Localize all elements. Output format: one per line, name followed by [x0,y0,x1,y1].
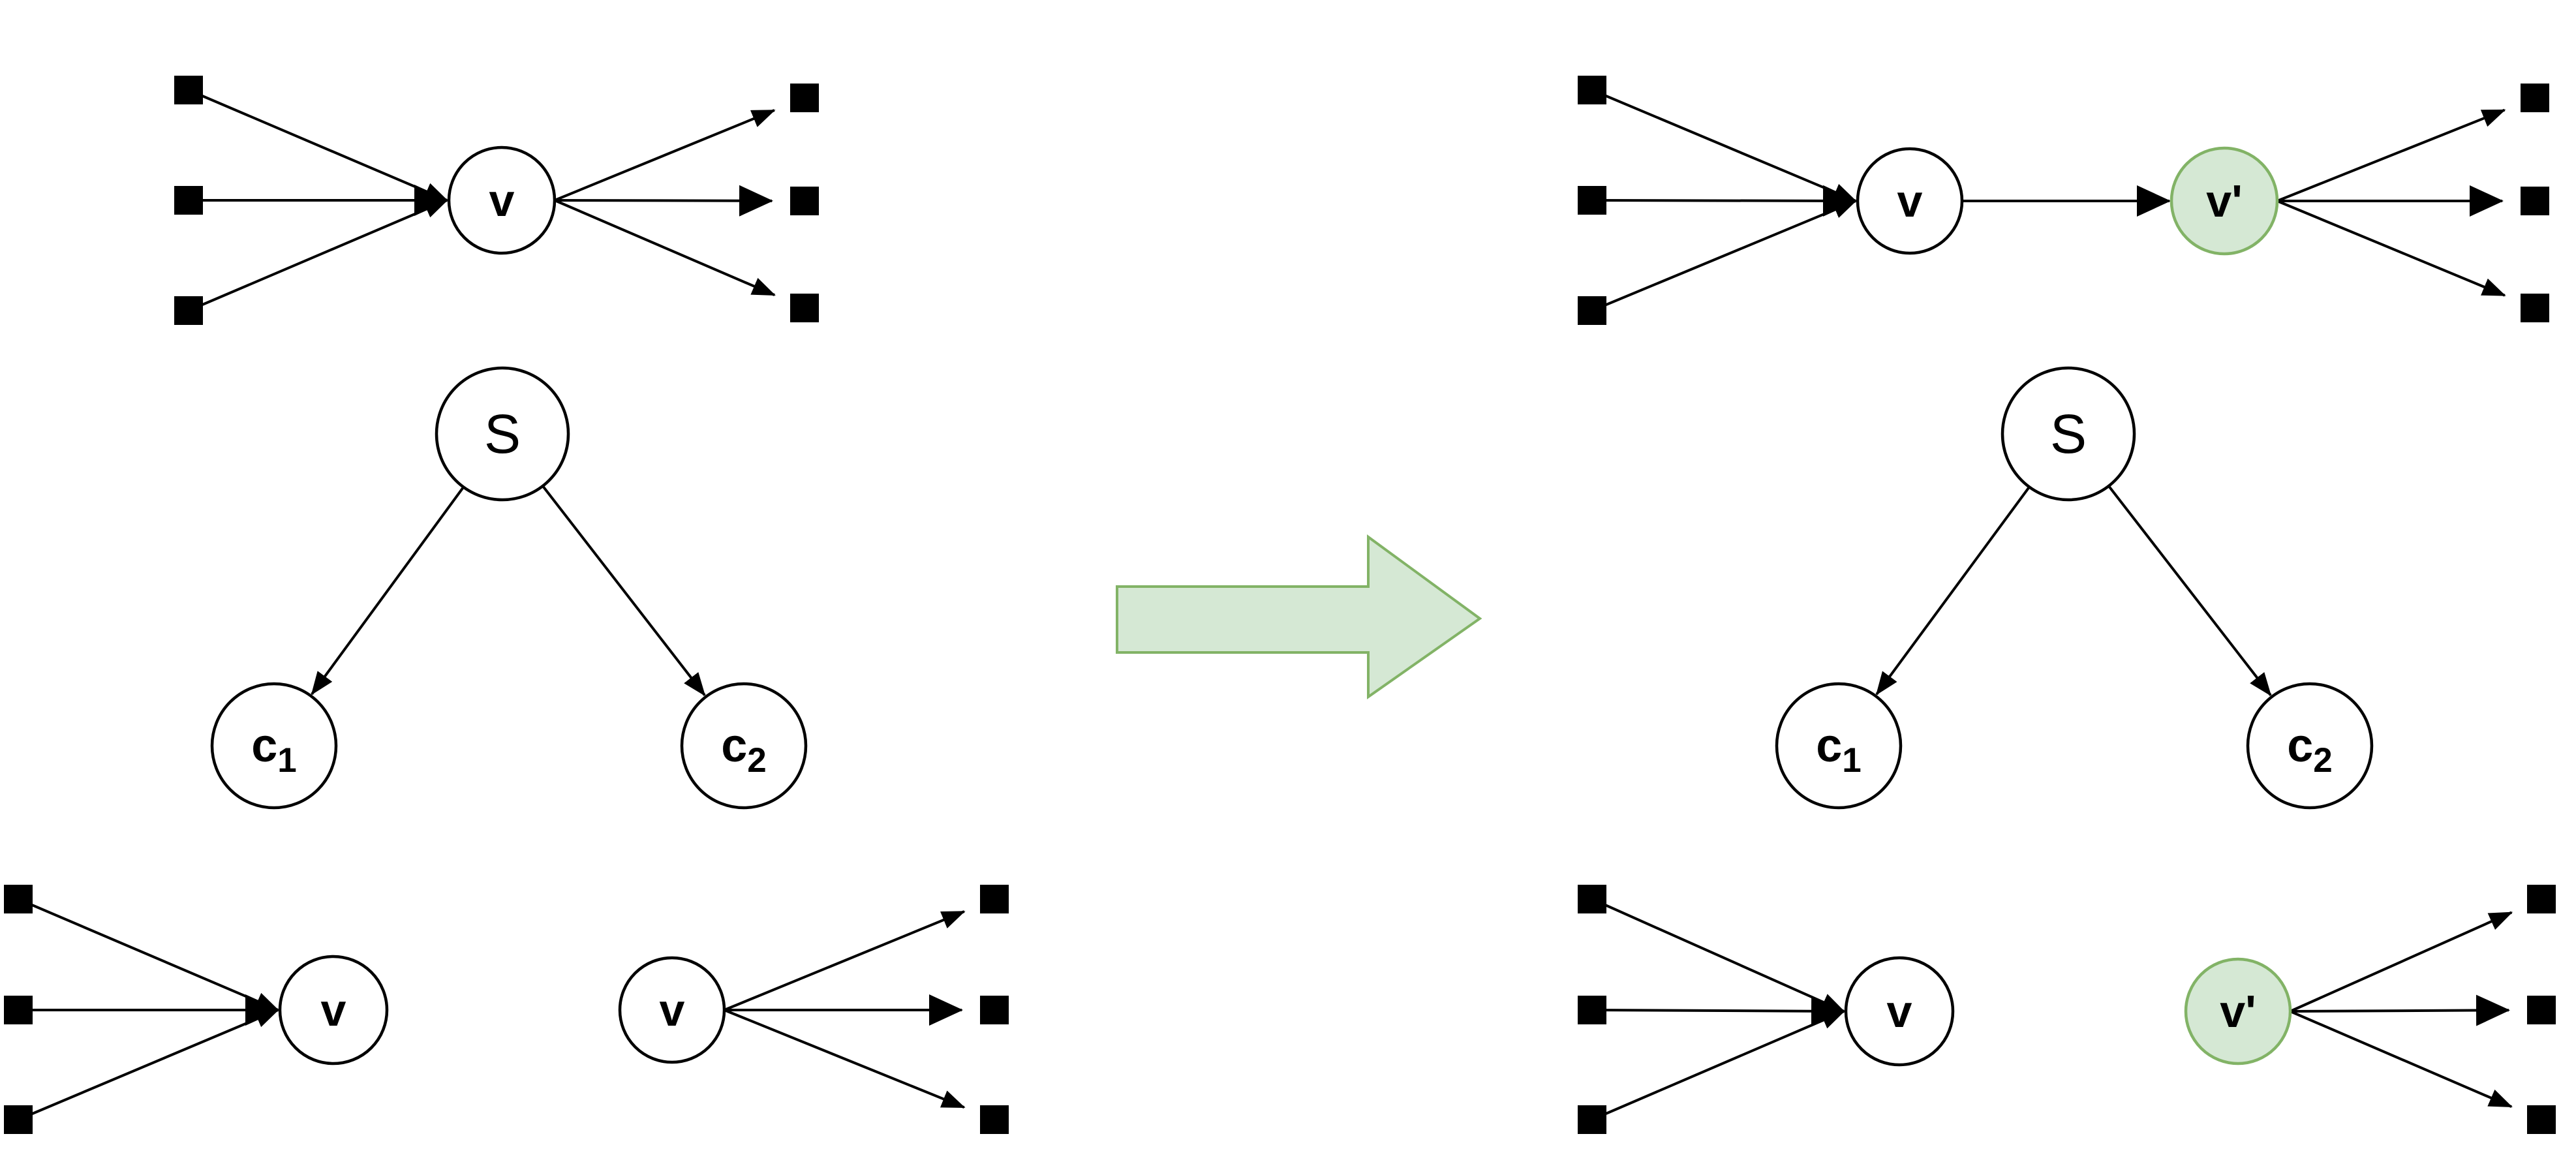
node-circle [618,956,726,1064]
terminal-square-bl-sq-r3 [980,1105,1009,1134]
node-label-bl-v2: v [660,985,685,1035]
edges-layer [18,89,2513,1121]
node-br-v: v [1844,956,1955,1067]
node-circle-highlighted [2184,957,2292,1065]
terminal-square-tl-sq-r3 [790,294,819,322]
edge-tr-sq-l3--tr-v [1591,200,1857,312]
node-label-l-S: S [484,403,521,465]
terminal-square-bl-sq-l3 [4,1105,33,1134]
terminal-square-tr-sq-l2 [1578,186,1606,215]
edge-br-vp--br-sq-r3 [2290,1010,2513,1109]
node-circle [2246,682,2374,810]
node-label-r-S: S [2050,403,2087,465]
terminal-square-br-sq-l1 [1578,885,1606,913]
node-l-c2: c2 [680,682,808,810]
terminal-square-tr-sq-r2 [2521,187,2549,215]
terminal-square-tl-sq-l3 [174,296,203,325]
edge-tr-sq-l2--tr-v [1591,185,1857,217]
edge-bl-sq-l1--bl-v1 [18,898,279,1011]
terminal-square-bl-sq-l1 [4,885,33,913]
node-br-vp: v' [2184,957,2292,1065]
edge-br-vp--br-sq-r2 [2290,994,2511,1026]
node-label-l-c1: c1 [251,720,297,780]
node-label-l-c2: c2 [721,720,767,780]
node-r-S: S [2001,366,2136,502]
terminal-square-br-sq-r1 [2527,885,2556,913]
node-circle [210,682,338,810]
node-l-S: S [435,366,570,502]
node-label-tr-v: v [1897,176,1923,226]
edge-br-sq-l1--br-v [1591,898,1845,1013]
node-tr-v: v [1856,147,1964,255]
terminal-square-bl-sq-r2 [980,996,1009,1024]
terminal-square-tr-sq-r3 [2521,294,2549,322]
terminal-square-bl-sq-r1 [980,885,1009,913]
edge-br-vp--br-sq-r1 [2290,911,2513,1013]
node-label-bl-v1: v [321,985,346,1035]
node-circle [447,146,557,255]
terminal-square-tl-sq-r2 [790,187,819,215]
node-circle [2001,366,2136,502]
terminal-square-br-sq-r2 [2527,996,2556,1024]
terminal-square-br-sq-l3 [1578,1105,1606,1134]
node-l-c1: c1 [210,682,338,810]
node-bl-v2: v [618,956,726,1064]
node-tl-v: v [447,146,557,255]
node-circle [1775,682,1903,810]
node-circle [1856,147,1964,255]
overlay-layer [1116,534,1482,699]
edge-tl-v--tl-sq-r2 [554,185,774,217]
node-r-c1: c1 [1775,682,1903,810]
node-circle [278,955,389,1065]
node-label-r-c1: c1 [1816,720,1862,780]
edge-bl-sq-l3--bl-v1 [18,1009,279,1121]
edge-tl-v--tl-sq-r1 [554,109,776,202]
node-label-br-v: v [1887,986,1912,1037]
edge-tl-sq-l1--tl-v [188,89,448,202]
transform-arrow [1116,534,1482,699]
terminal-square-tr-sq-l3 [1578,296,1606,325]
edge-tr-vp--tr-sq-r1 [2277,108,2506,202]
edge-bl-v2--bl-sq-r1 [724,910,966,1011]
node-label-tr-vp: v' [2206,176,2243,226]
edge-br-sq-l3--br-v [1591,1010,1845,1121]
node-circle [680,682,808,810]
terminal-square-br-sq-l2 [1578,996,1606,1024]
terminal-square-tl-sq-r1 [790,84,819,112]
squares-layer [4,76,2556,1134]
terminal-square-tl-sq-l2 [174,186,203,215]
node-label-r-c2: c2 [2287,720,2333,780]
node-r-c2: c2 [2246,682,2374,810]
node-tr-vp: v' [2170,146,2279,256]
edge-br-sq-l2--br-v [1591,995,1845,1027]
terminal-square-tr-sq-l1 [1578,76,1606,104]
edge-tr-sq-l1--tr-v [1591,89,1857,202]
edge-tl-sq-l3--tl-v [188,199,448,312]
edge-bl-v2--bl-sq-r3 [724,1009,966,1109]
node-circle [1844,956,1955,1067]
node-label-tl-v: v [489,175,515,226]
node-bl-v1: v [278,955,389,1065]
terminal-square-bl-sq-l2 [4,996,33,1024]
node-label-br-vp: v' [2220,986,2256,1037]
edge-tl-v--tl-sq-r3 [554,199,776,297]
terminal-square-tl-sq-l1 [174,76,203,104]
node-circle-highlighted [2170,146,2279,256]
edge-tr-vp--tr-sq-r3 [2277,200,2506,297]
terminal-square-br-sq-r3 [2527,1105,2556,1134]
node-circle [435,366,570,502]
terminal-square-tr-sq-r1 [2521,84,2549,112]
